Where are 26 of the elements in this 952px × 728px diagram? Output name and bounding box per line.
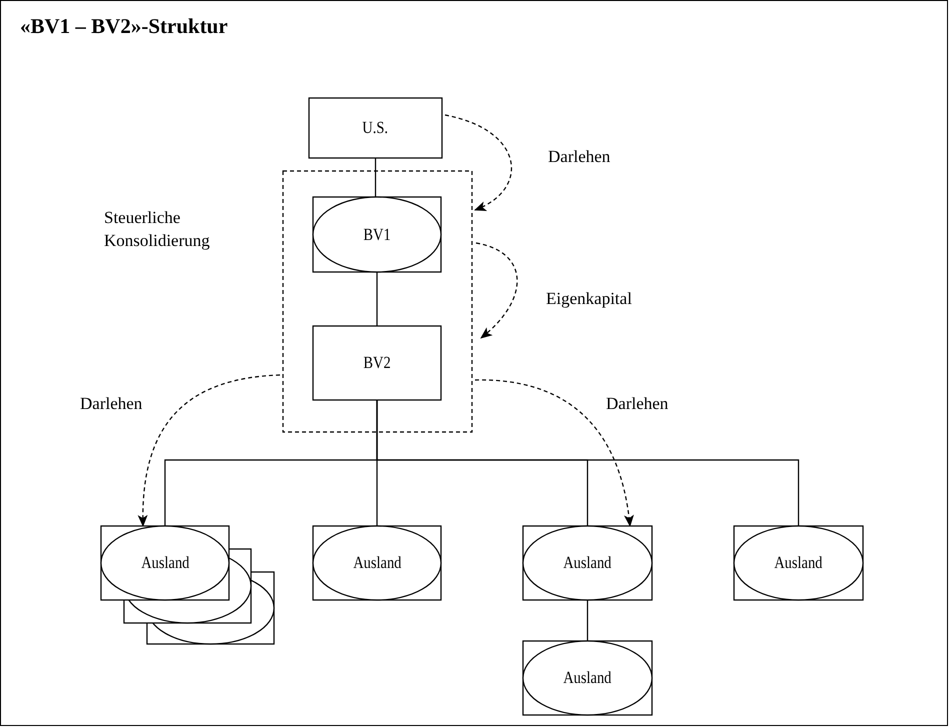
dashed-arrow xyxy=(444,114,512,211)
connector-line xyxy=(374,158,376,197)
node-label: Ausland xyxy=(140,553,190,573)
node-label: Ausland xyxy=(352,553,402,573)
node-label: Ausland xyxy=(563,553,612,573)
node-label: Ausland xyxy=(774,553,823,573)
dashed-arrow xyxy=(138,374,280,527)
entity-box-with-oval xyxy=(101,526,229,600)
entity-box-with-oval xyxy=(734,526,863,600)
dashed-arrow xyxy=(476,242,518,339)
node-label: U.S. xyxy=(362,118,388,138)
entity-box-with-oval xyxy=(523,641,652,715)
node-label: Ausland xyxy=(563,668,612,688)
entity-box xyxy=(313,326,441,400)
entity-box-with-oval xyxy=(523,526,652,600)
diagram-title: «BV1 – BV2»-Struktur xyxy=(20,14,228,39)
entity-box-with-oval xyxy=(313,197,441,272)
connector-line xyxy=(376,272,378,326)
entity-box xyxy=(309,98,442,158)
entity-box-with-oval xyxy=(313,526,441,600)
connector-line xyxy=(376,400,800,526)
dashed-arrow xyxy=(474,379,634,527)
node-label: BV2 xyxy=(363,353,391,373)
connector-line xyxy=(586,600,588,641)
node-label: BV1 xyxy=(363,224,391,244)
consolidation-group-box xyxy=(283,171,472,432)
